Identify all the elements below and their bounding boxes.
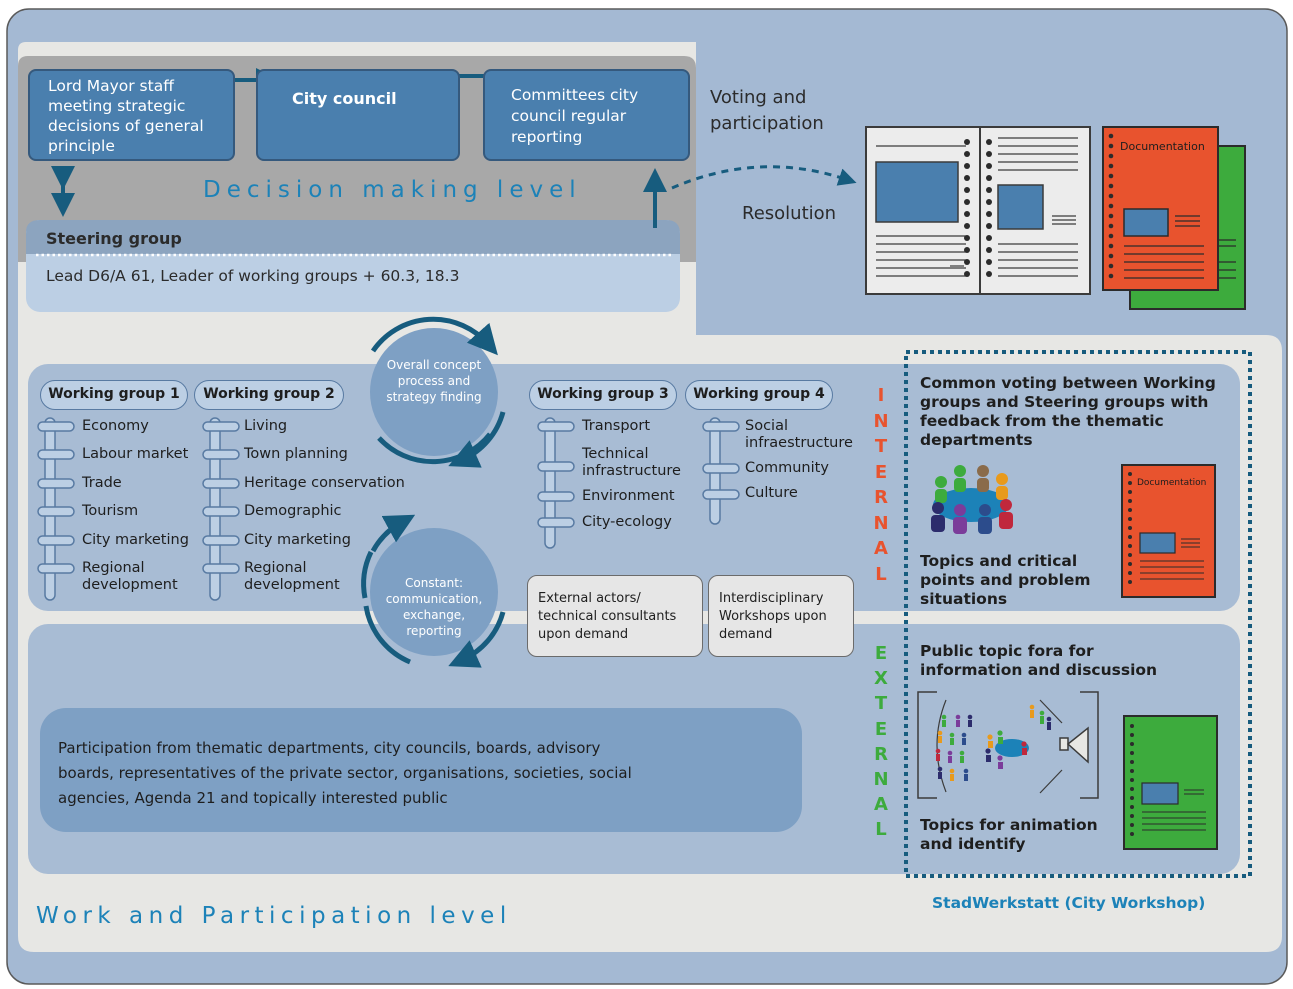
committees-text: Committees city council regular reportin…: [511, 86, 639, 146]
cycle-arrow-icon: [448, 611, 506, 668]
committees-box: Committees city council regular reportin…: [483, 69, 690, 161]
wg4-item: Social infraestructure: [745, 418, 853, 451]
documentation-icon: [1102, 126, 1246, 310]
internal-label-letter: A: [874, 538, 888, 559]
internal-label-letter: R: [874, 487, 888, 508]
wg2-item: Heritage conservation: [244, 475, 405, 491]
resolution-label: Resolution: [742, 203, 837, 224]
participation-text: Participation from thematic departments,…: [58, 739, 632, 807]
documentation-icon: [1121, 464, 1216, 598]
wg1-item: Regional development: [82, 560, 178, 593]
interdisciplinary-text: Interdisciplinary Workshops upon demand: [719, 591, 827, 642]
documentation-label: Documentation: [1137, 478, 1207, 488]
internal-label-letter: N: [873, 512, 889, 534]
external-label-letter: X: [874, 668, 888, 690]
internal-area: [28, 364, 1240, 611]
decision-level-label: Decision making level: [203, 177, 582, 203]
wg4-item: Culture: [745, 485, 798, 501]
wg-sliders: [37, 417, 740, 601]
cycle-circle-top: [370, 328, 498, 456]
external-actors-text: External actors/ technical consultants u…: [538, 591, 677, 642]
cycle-top-text: Overall concept process and strategy fin…: [386, 358, 482, 404]
city-council-text: City council: [292, 89, 397, 108]
working-group-4: Working group 4: [685, 380, 833, 410]
cycle-arrow-icon: [370, 316, 498, 356]
working-group-2: Working group 2: [194, 380, 344, 410]
work-level-label: Work and Participation level: [36, 903, 512, 929]
wg1-item: Labour market: [82, 446, 189, 462]
documentation-icon: [1123, 715, 1218, 850]
cycle-circle-bottom: [370, 528, 498, 656]
interdisciplinary-box: Interdisciplinary Workshops upon demand: [708, 575, 854, 657]
internal-label-letter: E: [874, 461, 888, 483]
wg2-item: Town planning: [244, 446, 348, 462]
cycle-arrow-icon: [448, 411, 506, 468]
working-group-3: Working group 3: [529, 380, 677, 410]
wg4-item: Community: [745, 460, 829, 476]
stadwerkstatt-title: StadWerkstatt (City Workshop): [932, 894, 1206, 912]
participation-box: [40, 708, 802, 832]
external-label-letter: N: [873, 769, 889, 790]
working-group-1: Working group 1: [40, 380, 188, 410]
city-council-box: City council: [256, 69, 460, 161]
wg1-item: Trade: [82, 475, 122, 491]
steering-title: Steering group: [46, 229, 182, 248]
projector-icon: [917, 691, 1099, 799]
wg1-item: Economy: [82, 418, 149, 434]
topics-critical-text: Topics and critical points and problem s…: [920, 552, 1091, 608]
cycle-bottom-text: Constant: communication, exchange, repor…: [385, 576, 483, 638]
document-icon: [865, 126, 1091, 295]
public-fora-text: Public topic fora for information and di…: [920, 642, 1158, 679]
voting-title: Voting and participation: [710, 87, 824, 134]
internal-label-letter: L: [875, 563, 887, 585]
stadwerkstatt-border: [904, 350, 1252, 878]
documentation-label: Documentation: [1120, 140, 1205, 153]
steering-text: Lead D6/A 61, Leader of working groups +…: [46, 267, 460, 285]
internal-label-letter: I: [877, 385, 885, 406]
external-label-letter: R: [874, 743, 888, 765]
wg1-item: City marketing: [82, 532, 189, 548]
wg2-item: City marketing: [244, 532, 351, 548]
internal-label-letter: N: [873, 410, 889, 432]
lord-mayor-box: Lord Mayor staff meeting strategic decis…: [28, 69, 235, 161]
wg3-item: Environment: [582, 488, 675, 504]
external-actors-box: External actors/ technical consultants u…: [527, 575, 703, 657]
wg3-item: City-ecology: [582, 514, 672, 530]
common-voting-text: Common voting between Working groups and…: [920, 374, 1216, 449]
dashed-arrow-icon: [671, 165, 857, 190]
wg3-item: Transport: [582, 418, 651, 434]
internal-label-letter: T: [874, 436, 888, 457]
external-label-letter: L: [875, 819, 887, 841]
external-label-letter: E: [874, 718, 888, 740]
topics-animation-text: Topics for animation and identify: [920, 816, 1098, 853]
external-label-letter: A: [874, 794, 888, 816]
wg1-item: Tourism: [82, 503, 139, 519]
external-label-letter: T: [874, 693, 888, 715]
wg3-item: Technical infrastructure: [582, 446, 681, 479]
cycle-arrow-icon: [370, 514, 416, 553]
external-label-letter: E: [874, 643, 888, 664]
people-group-icon: [931, 465, 1013, 534]
wg2-item: Living: [244, 418, 288, 434]
wg2-item: Demographic: [244, 503, 342, 519]
lord-mayor-text: Lord Mayor staff meeting strategic decis…: [48, 77, 204, 155]
wg2-item: Regional development: [244, 560, 340, 593]
